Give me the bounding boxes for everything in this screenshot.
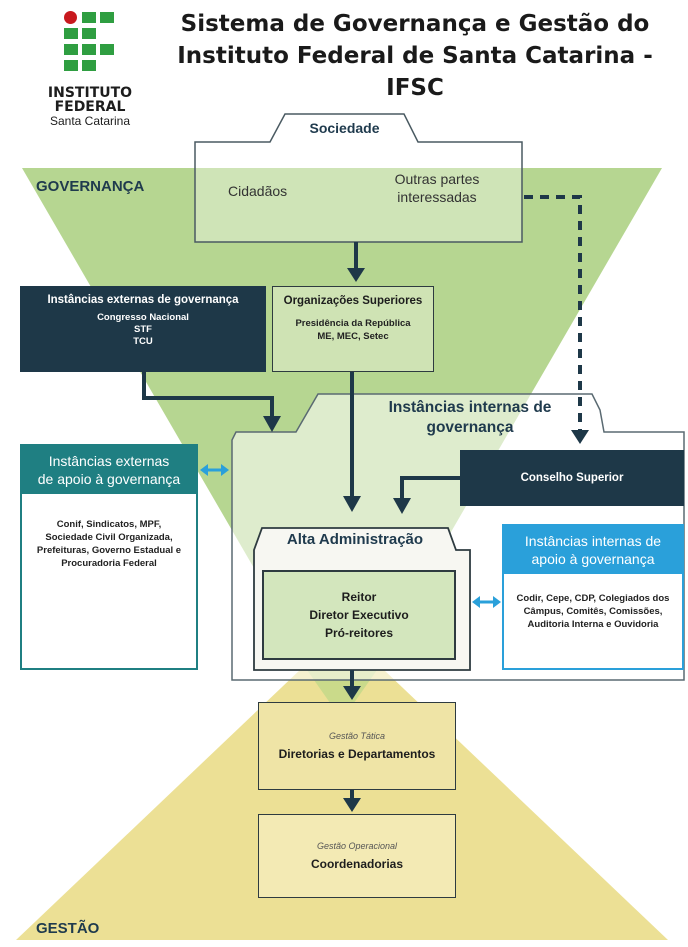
alta-admin-inner-box: Reitor Diretor Executivo Pró-reitores <box>262 570 456 660</box>
sociedade-cidadaos: Cidadãos <box>228 183 288 199</box>
gestao-tatica-box: Gestão Tática Diretorias e Departamentos <box>258 702 456 790</box>
alta-admin-item: Pró-reitores <box>324 626 394 640</box>
org-superiores-title: Organizações Superiores <box>283 295 423 307</box>
ifsc-logo <box>58 10 118 80</box>
internas-governanca-label: Instâncias internas de governança <box>388 399 552 436</box>
alta-admin-item: Diretor Executivo <box>309 608 409 622</box>
externas-apoio-box: Instâncias externas de apoio à governanç… <box>20 444 198 670</box>
arrow-down-icon <box>347 268 365 282</box>
arrow-down-icon <box>343 798 361 812</box>
gestao-tatica-label: Gestão Tática <box>328 731 386 741</box>
arrow-down-icon <box>343 496 361 512</box>
externas-governanca-item: TCU <box>133 336 153 347</box>
externas-governanca-item: STF <box>134 324 152 335</box>
sociedade-outras: Outras partes interessadas <box>394 171 480 205</box>
double-arrow-icon <box>493 596 501 608</box>
page-title: Sistema de Governança e Gestão do Instit… <box>177 11 653 101</box>
arrow-down-icon <box>343 686 361 700</box>
alta-admin-item: Reitor <box>341 590 377 604</box>
logo-subtext: Santa Catarina <box>49 114 131 128</box>
arrow-down-icon <box>393 498 411 514</box>
double-arrow-icon <box>472 596 480 608</box>
conselho-superior-label: Conselho Superior <box>520 472 624 484</box>
governanca-label: GOVERNANÇA <box>36 178 145 195</box>
gestao-label: GESTÃO <box>36 920 100 937</box>
org-superiores-box: Organizações Superiores Presidência da R… <box>272 286 434 372</box>
internas-apoio-box: Instâncias internas de apoio à governanç… <box>502 524 684 670</box>
logo-red-dot <box>64 11 77 24</box>
alta-admin-title: Alta Administração <box>286 531 424 548</box>
sociedade-tab <box>194 113 523 243</box>
dashed-connector <box>524 195 582 430</box>
sociedade-title: Sociedade <box>309 120 380 136</box>
externas-apoio-header: Instâncias externas de apoio à governanç… <box>22 446 196 494</box>
org-superiores-line: ME, MEC, Setec <box>317 331 389 342</box>
gestao-tatica-title: Diretorias e Departamentos <box>278 747 436 761</box>
arrow-down-icon <box>263 416 281 432</box>
externas-governanca-box: Instâncias externas de governança Congre… <box>20 286 266 372</box>
internas-apoio-body: Codir, Cepe, CDP, Colegiados dos Câmpus,… <box>516 593 670 630</box>
gestao-operacional-box: Gestão Operacional Coordenadorias <box>258 814 456 898</box>
org-superiores-line: Presidência da República <box>295 318 411 329</box>
double-arrow-icon <box>221 464 229 476</box>
externas-apoio-body: Conif, Sindicatos, MPF, Sociedade Civil … <box>36 519 182 569</box>
conselho-superior-box: Conselho Superior <box>460 450 684 506</box>
externas-governanca-item: Congresso Nacional <box>97 312 189 323</box>
double-arrow-icon <box>200 464 208 476</box>
gestao-operacional-title: Coordenadorias <box>310 857 403 871</box>
logo-text: INSTITUTO FEDERAL <box>47 85 133 115</box>
internas-apoio-header: Instâncias internas de apoio à governanç… <box>504 526 682 574</box>
gestao-operacional-label: Gestão Operacional <box>316 841 398 851</box>
dashed-arrow-head <box>571 430 589 444</box>
externas-governanca-title: Instâncias externas de governança <box>47 294 239 306</box>
